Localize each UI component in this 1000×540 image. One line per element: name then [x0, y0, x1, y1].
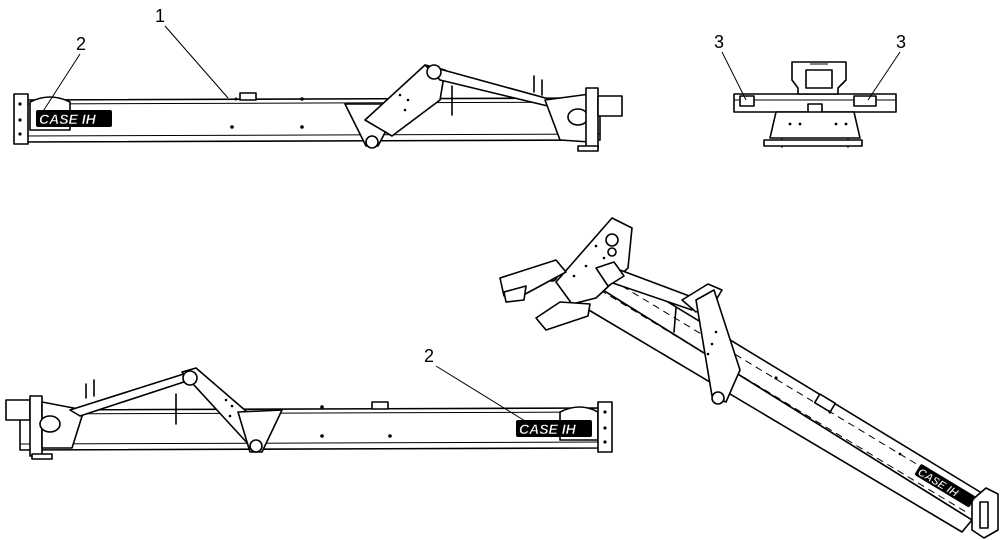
case-ih-logo: CASE IH: [36, 110, 112, 127]
svg-text:CASE IH: CASE IH: [519, 421, 577, 437]
frame-side-view-bottom: CASE IH: [5, 367, 613, 460]
svg-text:2: 2: [424, 346, 434, 366]
svg-text:1: 1: [155, 6, 165, 26]
callout-3-left: 3: [714, 32, 747, 101]
svg-text:CASE IH: CASE IH: [39, 111, 97, 127]
frame-isometric-view: CASE IH: [499, 217, 999, 539]
callout-2-bottom: 2: [424, 346, 531, 425]
svg-text:2: 2: [76, 34, 86, 54]
frame-end-view: [733, 61, 897, 148]
callout-1: 1: [155, 6, 229, 99]
svg-text:3: 3: [896, 32, 906, 52]
frame-side-view-top: CASE IH: [13, 64, 623, 152]
svg-text:3: 3: [714, 32, 724, 52]
callout-3-right: 3: [867, 32, 906, 101]
callout-2-top: 2: [39, 34, 86, 117]
case-ih-logo: CASE IH: [516, 420, 592, 437]
